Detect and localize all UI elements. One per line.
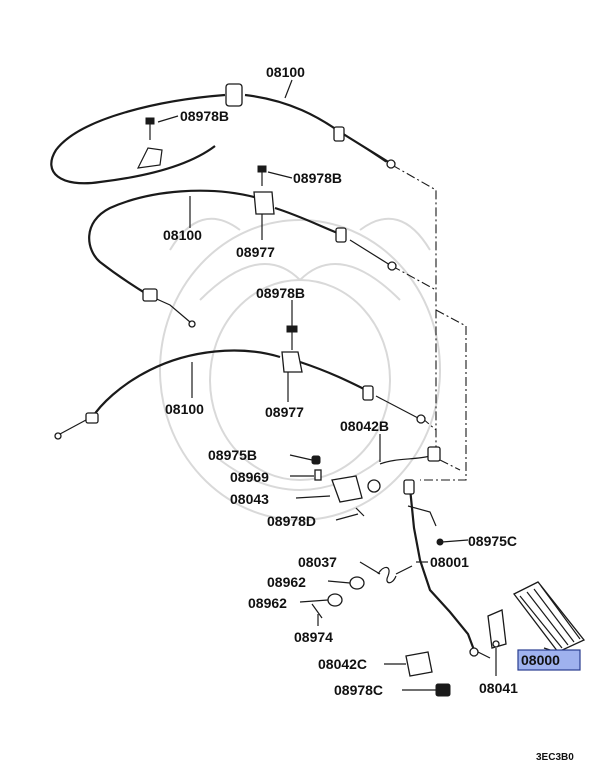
label-pin[interactable]: 08974 (294, 629, 333, 645)
label-nut-c[interactable]: 08975C (468, 533, 517, 549)
bolt-08978b-mid-shape (257, 165, 267, 186)
assembly-highlight (517, 649, 581, 671)
accelerator-cable-low[interactable] (54, 349, 426, 440)
stopper-08042c-shape (405, 651, 433, 677)
accelerator-cable-top[interactable] (50, 83, 396, 185)
bracket-08042b-shape (367, 446, 441, 493)
watermark-emblem (159, 217, 441, 521)
label-bolt-low[interactable]: 08978B (256, 285, 305, 301)
label-clip-1[interactable]: 08969 (230, 469, 269, 485)
label-screw-d[interactable]: 08978D (267, 513, 316, 529)
label-cable-low[interactable]: 08100 (165, 401, 204, 417)
return-spring (377, 565, 413, 584)
label-bolt-c[interactable]: 08978C (334, 682, 383, 698)
bolt-08978b-top-shape (145, 117, 155, 140)
label-switch[interactable]: 08043 (230, 491, 269, 507)
label-leaders (157, 79, 557, 691)
pin-08974-shape (311, 603, 323, 619)
assembly-leaders (391, 164, 467, 481)
diagram-code: 3EC3B0 (536, 752, 574, 763)
label-clip-mid[interactable]: 08977 (236, 244, 275, 260)
label-cable-mid[interactable]: 08100 (163, 227, 202, 243)
label-bracket[interactable]: 08042B (340, 418, 389, 434)
label-bushing-2[interactable]: 08962 (248, 595, 287, 611)
pedal-pad[interactable] (513, 581, 586, 653)
label-lever[interactable]: 08001 (430, 554, 469, 570)
pad-bracket-08041-shape (487, 609, 507, 649)
bolt-08978c-shape (435, 683, 451, 697)
label-bolt-top[interactable]: 08978B (180, 108, 229, 124)
label-cable-top[interactable]: 08100 (266, 64, 305, 80)
label-pad[interactable]: 08041 (479, 680, 518, 696)
label-clip-low[interactable]: 08977 (265, 404, 304, 420)
bushing-08962-b (327, 593, 343, 607)
clip-08977-mid-shape (253, 191, 275, 215)
label-bushing-1[interactable]: 08962 (267, 574, 306, 590)
label-bolt-mid[interactable]: 08978B (293, 170, 342, 186)
label-assembly[interactable]: 08000 (521, 652, 560, 668)
label-nut-1[interactable]: 08975B (208, 447, 257, 463)
accelerator-lever[interactable] (403, 479, 491, 659)
bolt-08978b-low-shape (286, 325, 298, 350)
clip-08977-low-shape (281, 351, 303, 373)
bushing-08962-a (349, 576, 365, 590)
switch-08043-shape (311, 455, 365, 517)
accelerator-cable-mid[interactable] (88, 189, 397, 328)
label-spring[interactable]: 08037 (298, 554, 337, 570)
label-stopper[interactable]: 08042C (318, 656, 367, 672)
